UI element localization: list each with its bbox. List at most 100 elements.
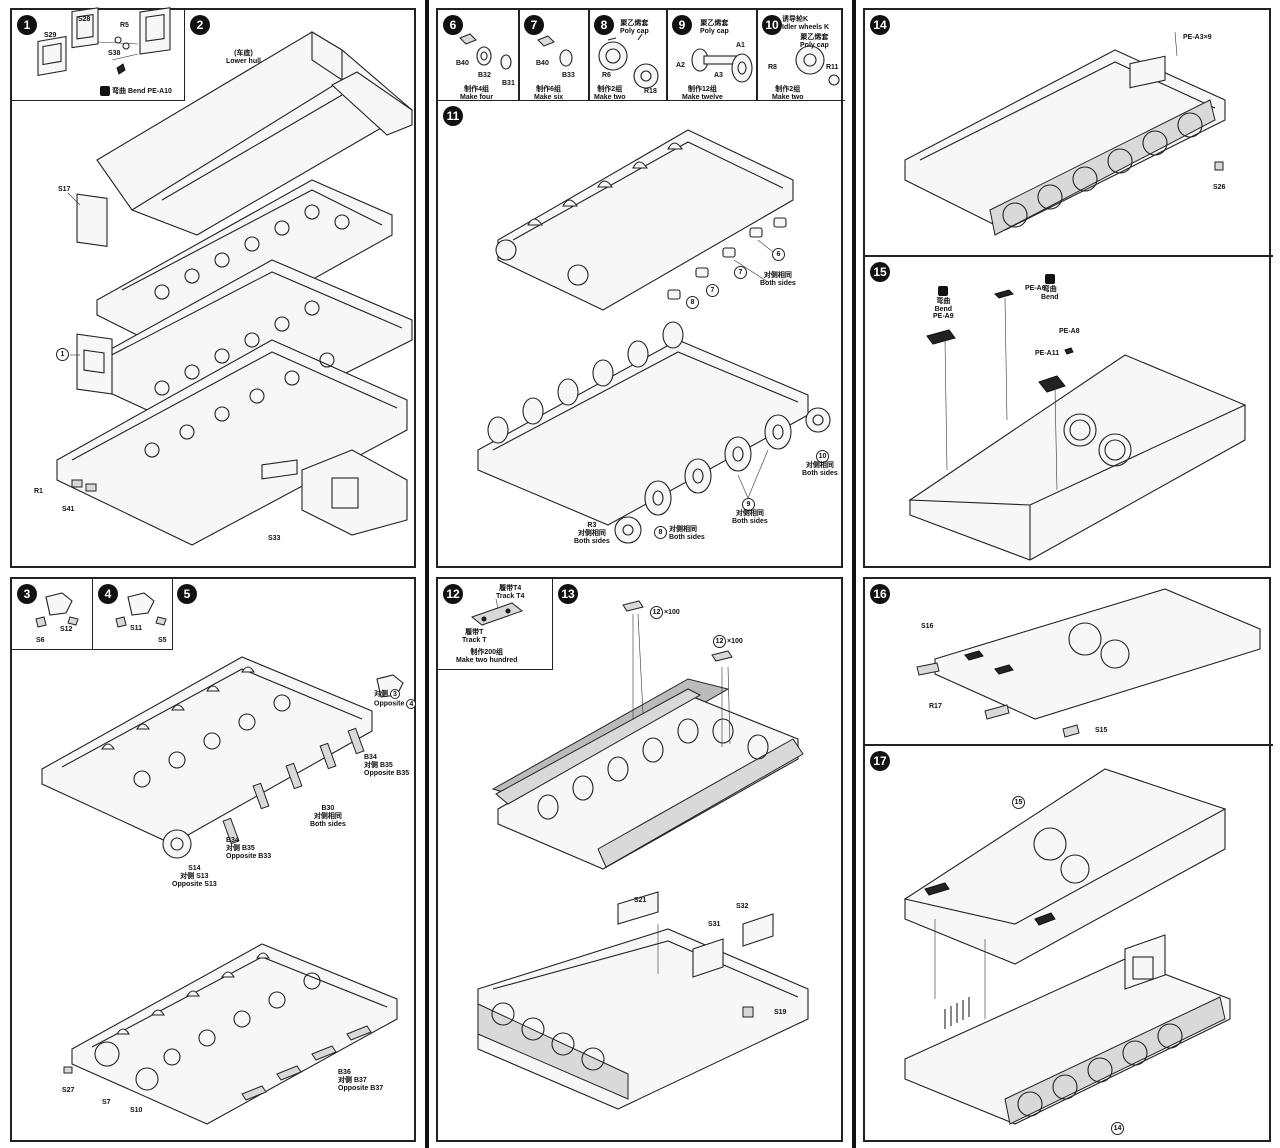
bend-icon [1044,274,1055,284]
opposite-s13-cn: 对侧 S13 [180,873,209,880]
step-number: 4 [98,584,118,604]
step-13-track-illustration [477,600,809,1110]
both-sides-en: Both sides [802,470,838,477]
idler-en: Idler wheels K [782,24,830,31]
panel-steps-3-5: 3 4 5 S12 S6 S11 S5 [10,577,417,1142]
step-number: 2 [190,15,210,35]
part-label-a2: A2 [676,62,685,69]
step-number: 15 [870,262,890,282]
steps-3-4-parts [35,592,167,628]
bend-cn: 弯曲 [1042,286,1057,293]
part-label-pe-a6: PE-A6 [1025,285,1046,292]
part-label-b33: B33 [562,72,575,79]
step-number: 12 [443,584,463,604]
part-label-s17: S17 [58,186,71,193]
opposite-b33-en: Opposite B33 [226,853,272,860]
callout-9: 9 [742,498,755,511]
x100-b: ×100 [727,638,743,645]
part-label-lower-hull: (车底) Lower hull [226,50,261,66]
polycap-en: Poly cap [800,42,829,49]
polycap-cn: 聚乙烯套 [700,20,729,27]
part-label-r1: R1 [34,488,43,495]
callout-3: 3 [389,689,400,699]
panel-steps-1-2: 1 2 S29 S28 R5 S38 弯曲 Bend PE-A10 [10,7,416,568]
part-label-s26: S26 [1213,184,1226,191]
opposite-b37-en: Opposite B37 [338,1085,384,1092]
callout-4: 4 [406,699,417,709]
divider [518,10,520,100]
opposite-b33-cn: 对侧 B35 [226,845,255,852]
step-5-suspension-illustration [41,656,404,1125]
polycap-cn: 聚乙烯套 [800,34,829,41]
both-sides-cn: 对侧相同 [577,530,606,537]
part-label-s5: S5 [158,637,167,644]
opposite-en: Opposite [374,700,405,708]
part-label-r6: R6 [602,72,611,79]
part-label-s28: S28 [78,16,91,23]
b34-label: B34 [364,754,377,761]
step-1-parts-illustration [37,7,171,77]
part-label-s29: S29 [44,32,57,39]
track-t-en: Track T [462,637,487,644]
step-11-roadwheel-illustration [477,129,831,544]
step-number: 16 [870,584,890,604]
both-sides-en: Both sides [310,821,346,828]
step-number: 8 [594,15,614,35]
callout-10: 10 [816,450,829,463]
part-label-a3: A3 [714,72,723,79]
both-sides-cn: 对侧相同 [313,813,342,820]
part-label-r5: R5 [120,22,129,29]
opposite-cn: 对侧 [374,690,388,698]
make-four-cn: 制作4组 [464,86,489,93]
part-label-s15: S15 [1095,727,1108,734]
step-1-box [12,10,185,101]
opposite-s13-en: Opposite S13 [172,881,217,888]
x100-a: ×100 [664,609,680,616]
polycap-en: Poly cap [700,28,729,35]
part-label-b40: B40 [456,60,469,67]
both-sides-cn: 对侧相同 [669,526,697,533]
bend-label-en: Bend [127,88,146,95]
panel-steps-16-17: 16 17 S16 R17 S15 15 14 [863,577,1273,1142]
step-number: 5 [177,584,197,604]
part-label-r8: R8 [768,64,777,71]
part-label-pe-a10: PE-A10 [147,88,172,95]
bend-icon [100,86,110,96]
part-label-s19: S19 [774,1009,787,1016]
part-label-a1: A1 [736,42,745,49]
part-label-r18: R18 [644,88,657,95]
both-sides-en: Both sides [574,538,610,545]
both-sides-en: Both sides [669,534,705,541]
both-sides-en: Both sides [760,280,796,287]
substeps-row [438,10,845,101]
make-twelve-cn: 制作12组 [688,86,717,93]
opposite-b35-cn: 对侧 B35 [364,762,393,769]
make-four-en: Make four [460,94,494,101]
column-separator [425,0,429,1148]
step-4-box [92,579,173,650]
step-number: 17 [870,751,890,771]
both-sides-cn: 对侧相同 [763,272,792,279]
step-number: 7 [524,15,544,35]
track-t4-cn: 履带T4 [499,585,522,592]
part-label-s11: S11 [130,625,143,632]
step-divider [865,744,1273,746]
substeps-parts [459,33,840,89]
